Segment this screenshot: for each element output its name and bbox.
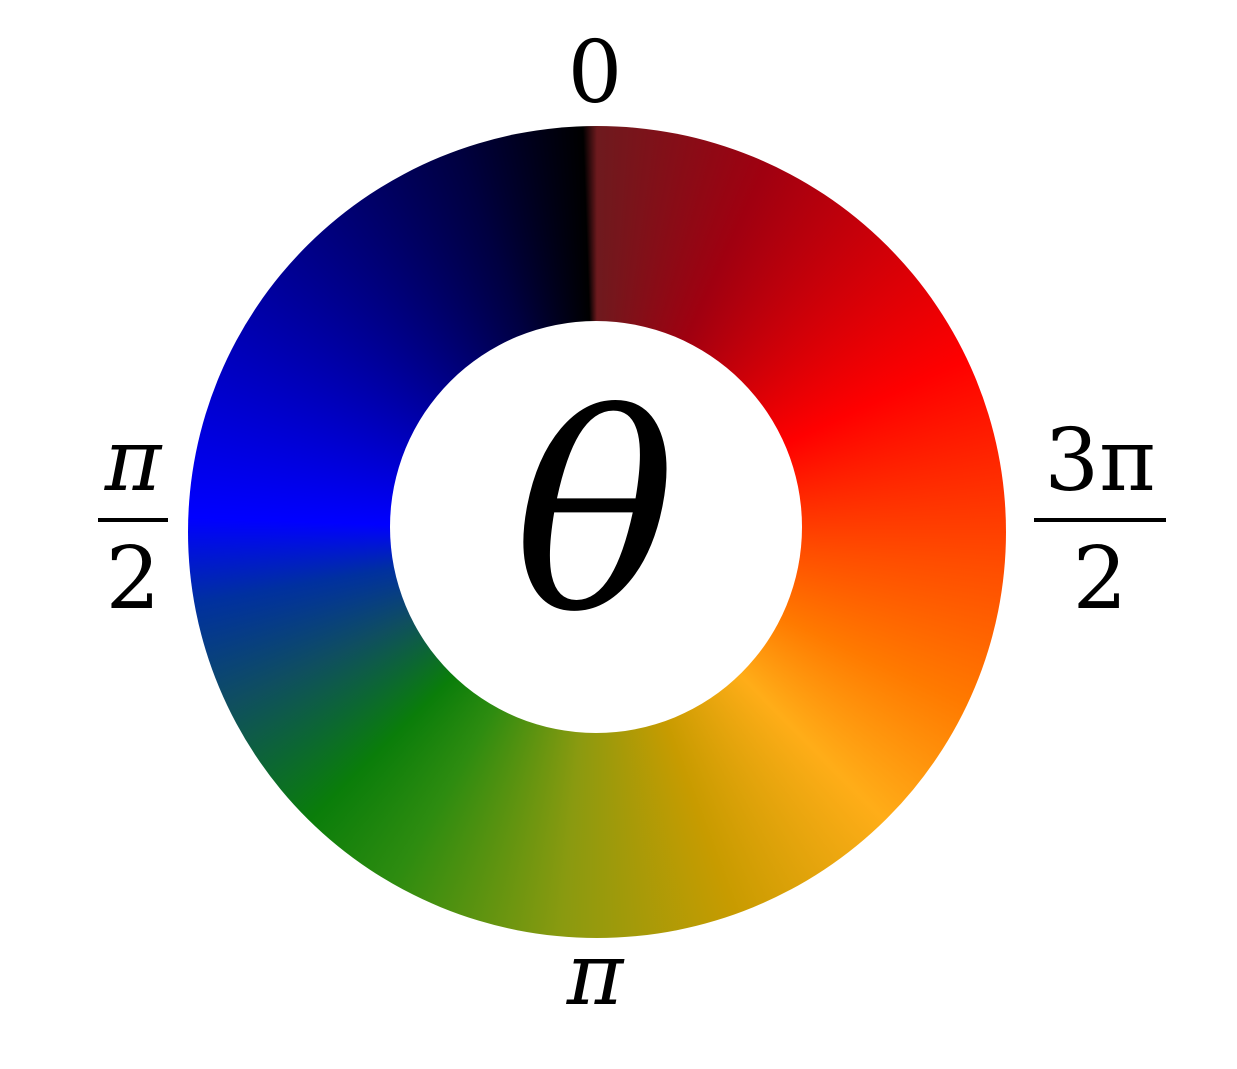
angle-label-bottom: π: [566, 925, 624, 1025]
angle-label-right-denominator: 2: [1072, 529, 1128, 629]
center-theta-symbol: θ: [513, 357, 677, 672]
angle-label-right-numerator: 3π: [1044, 411, 1156, 511]
angle-label-right: 3π 2: [1034, 418, 1166, 622]
angle-label-top: 0: [567, 23, 623, 123]
angle-label-left: π 2: [98, 418, 168, 622]
fraction-bar-left: [98, 518, 168, 522]
angle-label-left-numerator: π: [104, 411, 162, 511]
angle-label-left-denominator: 2: [105, 529, 161, 629]
fraction-bar-right: [1034, 518, 1166, 522]
ring-center: [390, 321, 802, 733]
